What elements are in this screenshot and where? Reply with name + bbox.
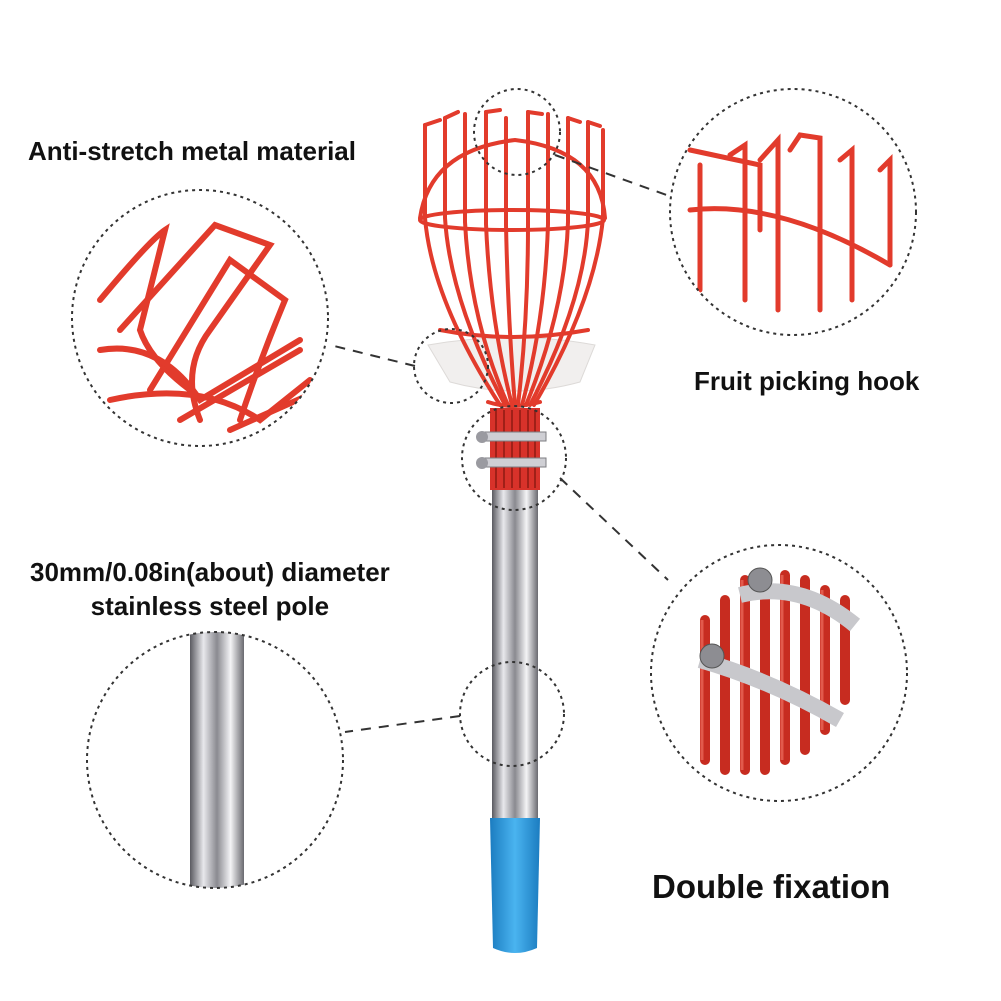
label-pole-diameter: 30mm/0.08in(about) diameter stainless st… xyxy=(30,555,390,623)
fruit-picker-product xyxy=(418,108,607,953)
detail-circle-hooks xyxy=(669,88,917,336)
highlight-pole xyxy=(459,661,565,767)
clamp-collar xyxy=(476,408,547,490)
highlight-clamp xyxy=(461,405,567,511)
blue-grip xyxy=(490,818,540,953)
detail-circle-wires xyxy=(71,189,329,447)
highlight-hook xyxy=(473,88,561,176)
label-double-fixation: Double fixation xyxy=(652,868,891,905)
highlight-circles xyxy=(413,88,567,767)
connector-lines xyxy=(329,154,673,733)
highlight-cushion xyxy=(413,328,489,404)
detail-circle-clamps xyxy=(650,544,908,802)
wire-basket xyxy=(418,108,607,408)
detail-circle-pole xyxy=(86,631,344,889)
label-pole-line2: stainless steel pole xyxy=(90,591,330,621)
label-pole-line1: 30mm/0.08in(about) diameter xyxy=(30,557,390,587)
label-fruit-picking-hook: Fruit picking hook xyxy=(694,366,920,396)
steel-pole xyxy=(492,488,538,828)
label-anti-stretch: Anti-stretch metal material xyxy=(28,136,356,166)
